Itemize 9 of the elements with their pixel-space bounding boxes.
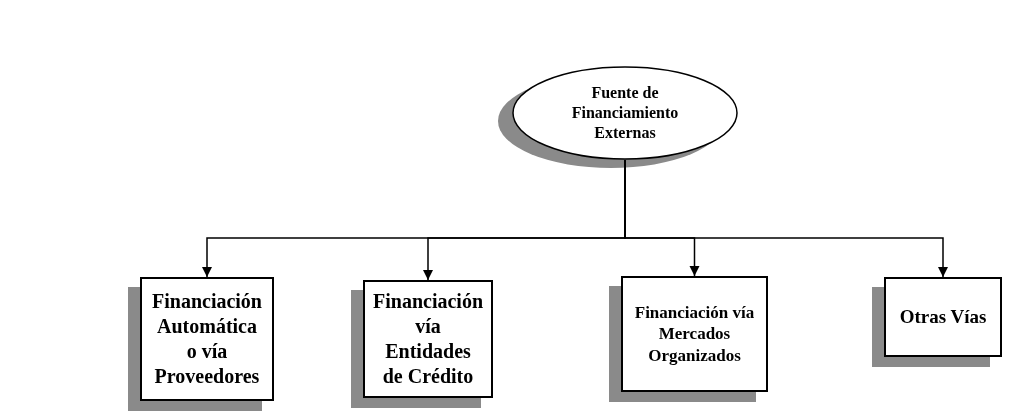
node-label: Financiación vía Mercados Organizados [633, 302, 756, 366]
node-label: Financiación Automática o vía Proveedores [151, 289, 263, 389]
node-label: Otras Vías [899, 305, 987, 329]
node-label: Fuente de Financiamiento Externas [570, 83, 680, 143]
node-label: Financiación vía Entidades de Crédito [373, 289, 483, 389]
process-box [884, 277, 1002, 357]
process-box [140, 277, 274, 401]
process-box [621, 276, 768, 392]
process-box [363, 280, 493, 398]
